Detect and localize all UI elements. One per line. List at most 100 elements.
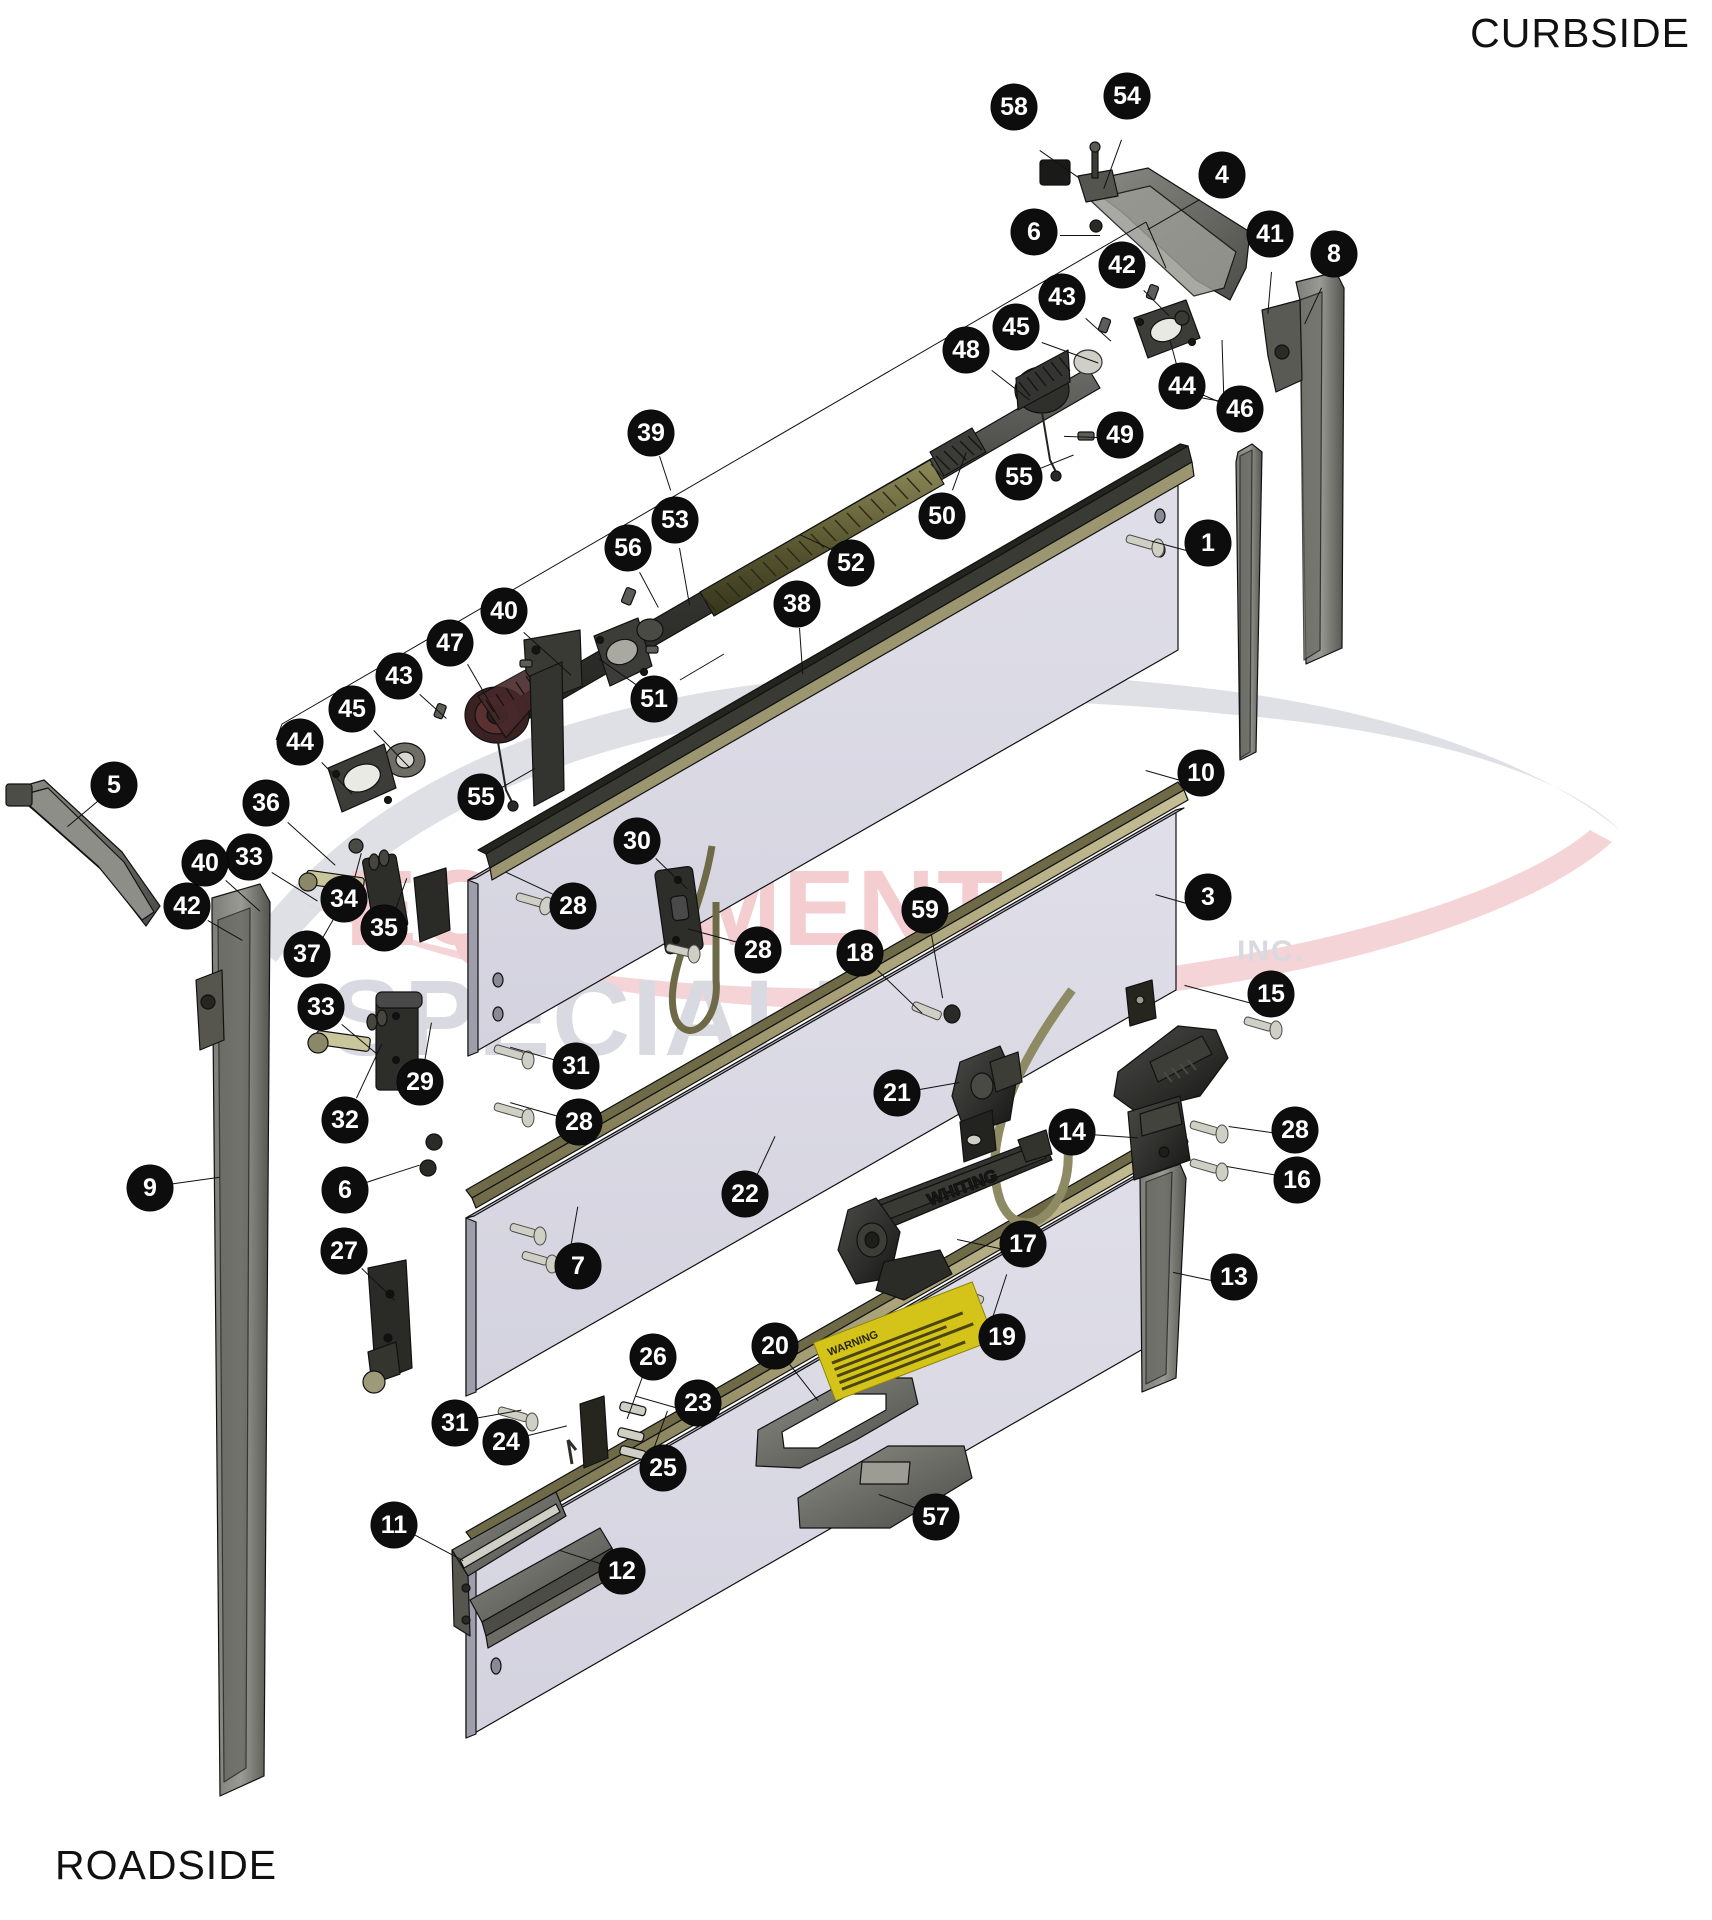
callout-balloon-56[interactable]: 56 xyxy=(605,525,651,571)
callout-balloon-44[interactable]: 44 xyxy=(277,719,323,765)
callout-balloon-57[interactable]: 57 xyxy=(913,1494,959,1540)
callout-balloon-55[interactable]: 55 xyxy=(458,774,504,820)
callout-number: 20 xyxy=(761,1331,789,1360)
callout-balloon-26[interactable]: 26 xyxy=(630,1334,676,1380)
callout-balloon-59[interactable]: 59 xyxy=(902,887,948,933)
callout-balloon-43[interactable]: 43 xyxy=(376,653,422,699)
callout-number: 25 xyxy=(649,1453,677,1482)
callout-balloon-31[interactable]: 31 xyxy=(432,1400,478,1446)
callout-balloon-54[interactable]: 54 xyxy=(1104,73,1150,119)
callout-balloon-13[interactable]: 13 xyxy=(1211,1254,1257,1300)
callout-balloon-8[interactable]: 8 xyxy=(1311,231,1357,277)
callout-balloon-55[interactable]: 55 xyxy=(996,454,1042,500)
pin-28-c xyxy=(493,1102,535,1128)
callout-number: 57 xyxy=(922,1502,950,1531)
callout-balloon-30[interactable]: 30 xyxy=(614,818,660,864)
callout-balloon-28[interactable]: 28 xyxy=(1272,1107,1318,1153)
callout-balloon-10[interactable]: 10 xyxy=(1178,750,1224,796)
callout-balloon-36[interactable]: 36 xyxy=(243,780,289,826)
callout-balloon-33[interactable]: 33 xyxy=(298,984,344,1030)
callout-balloon-6[interactable]: 6 xyxy=(1011,209,1057,255)
callout-balloon-11[interactable]: 11 xyxy=(371,1502,417,1548)
part-6-nut-b xyxy=(425,1133,443,1151)
callout-number: 44 xyxy=(1168,371,1196,400)
part-32-washers xyxy=(366,1009,388,1031)
callout-balloon-5[interactable]: 5 xyxy=(91,762,137,808)
callout-balloon-45[interactable]: 45 xyxy=(329,686,375,732)
part-57-step xyxy=(797,1445,973,1529)
callout-balloon-20[interactable]: 20 xyxy=(752,1323,798,1369)
callout-balloon-18[interactable]: 18 xyxy=(837,930,883,976)
callout-number: 38 xyxy=(783,589,811,618)
callout-number: 28 xyxy=(559,891,587,920)
callout-balloon-23[interactable]: 23 xyxy=(675,1380,721,1426)
callout-balloon-48[interactable]: 48 xyxy=(943,327,989,373)
callout-balloon-44[interactable]: 44 xyxy=(1159,363,1205,409)
callout-balloon-34[interactable]: 34 xyxy=(321,876,367,922)
callout-balloon-21[interactable]: 21 xyxy=(874,1070,920,1116)
callout-number: 33 xyxy=(307,992,335,1021)
part-27-hinge-lower xyxy=(362,1259,413,1394)
callout-balloon-41[interactable]: 41 xyxy=(1247,211,1293,257)
callout-number: 15 xyxy=(1257,979,1285,1008)
callout-balloon-15[interactable]: 15 xyxy=(1248,971,1294,1017)
part-13-post xyxy=(1139,1163,1187,1393)
callout-balloon-28[interactable]: 28 xyxy=(735,927,781,973)
callout-balloon-40[interactable]: 40 xyxy=(481,588,527,634)
callout-balloon-46[interactable]: 46 xyxy=(1217,386,1263,432)
callout-balloon-4[interactable]: 4 xyxy=(1199,152,1245,198)
callout-number: 41 xyxy=(1256,219,1284,248)
callout-balloon-42[interactable]: 42 xyxy=(164,883,210,929)
callout-balloon-42[interactable]: 42 xyxy=(1099,242,1145,288)
callout-balloon-7[interactable]: 7 xyxy=(555,1243,601,1289)
callout-number: 51 xyxy=(640,684,668,713)
part-5-curved-track xyxy=(5,779,161,927)
callout-balloon-37[interactable]: 37 xyxy=(284,931,330,977)
part-59-curved-seal xyxy=(990,987,1076,1228)
callout-balloon-27[interactable]: 27 xyxy=(321,1228,367,1274)
part-58-bumper xyxy=(1039,159,1071,186)
callout-balloon-38[interactable]: 38 xyxy=(774,581,820,627)
callout-balloon-47[interactable]: 47 xyxy=(427,620,473,666)
callout-balloon-14[interactable]: 14 xyxy=(1049,1109,1095,1155)
callout-balloon-49[interactable]: 49 xyxy=(1097,412,1143,458)
callout-number: 31 xyxy=(562,1051,590,1080)
callout-number: 45 xyxy=(1002,312,1030,341)
callout-balloon-50[interactable]: 50 xyxy=(919,493,965,539)
callout-balloon-16[interactable]: 16 xyxy=(1274,1157,1320,1203)
callout-balloon-1[interactable]: 1 xyxy=(1185,520,1231,566)
callout-number: 23 xyxy=(684,1388,712,1417)
callout-balloon-52[interactable]: 52 xyxy=(828,540,874,586)
callout-balloon-22[interactable]: 22 xyxy=(722,1171,768,1217)
callout-balloon-12[interactable]: 12 xyxy=(599,1548,645,1594)
callout-balloon-25[interactable]: 25 xyxy=(640,1445,686,1491)
callout-balloon-19[interactable]: 19 xyxy=(979,1314,1025,1360)
callout-number: 45 xyxy=(338,694,366,723)
callout-balloon-32[interactable]: 32 xyxy=(322,1097,368,1143)
callout-balloon-24[interactable]: 24 xyxy=(483,1419,529,1465)
callout-balloon-35[interactable]: 35 xyxy=(361,905,407,951)
callout-number: 12 xyxy=(608,1556,636,1585)
callout-balloon-9[interactable]: 9 xyxy=(127,1165,173,1211)
callout-balloon-51[interactable]: 51 xyxy=(631,676,677,722)
callout-number: 59 xyxy=(911,895,939,924)
callout-balloon-31[interactable]: 31 xyxy=(553,1043,599,1089)
callout-balloon-45[interactable]: 45 xyxy=(993,304,1039,350)
callout-number: 28 xyxy=(565,1107,593,1136)
part-54-bolt xyxy=(1089,141,1101,179)
callout-balloon-17[interactable]: 17 xyxy=(1000,1221,1046,1267)
callout-balloon-28[interactable]: 28 xyxy=(556,1099,602,1145)
callout-number: 56 xyxy=(614,533,642,562)
callout-balloon-28[interactable]: 28 xyxy=(550,883,596,929)
part-14-keeper-plate xyxy=(1127,1095,1191,1181)
callout-balloon-6[interactable]: 6 xyxy=(322,1167,368,1213)
callout-balloon-58[interactable]: 58 xyxy=(991,84,1037,130)
callout-balloon-39[interactable]: 39 xyxy=(628,410,674,456)
callout-balloon-3[interactable]: 3 xyxy=(1185,874,1231,920)
callout-balloon-40[interactable]: 40 xyxy=(182,840,228,886)
callout-balloon-29[interactable]: 29 xyxy=(397,1059,443,1105)
callout-balloon-43[interactable]: 43 xyxy=(1039,274,1085,320)
callout-balloon-53[interactable]: 53 xyxy=(652,497,698,543)
callout-balloon-33[interactable]: 33 xyxy=(226,834,272,880)
